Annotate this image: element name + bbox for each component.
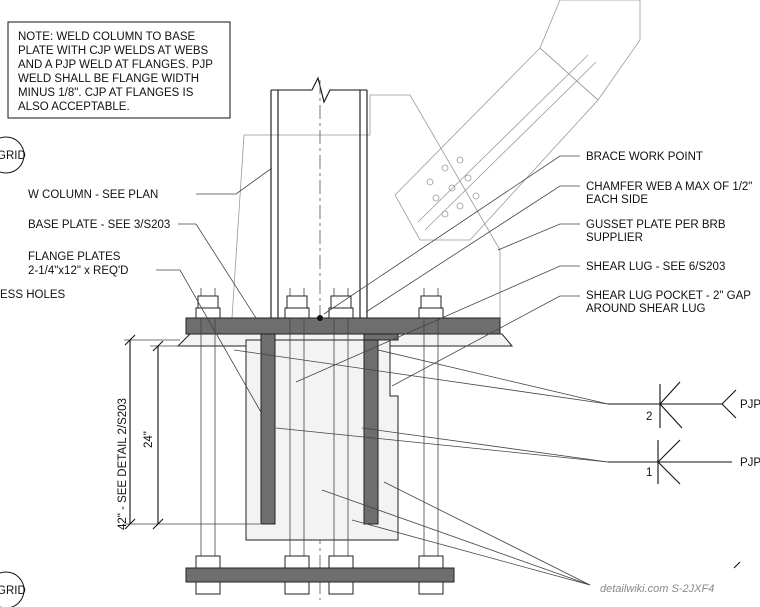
- label-w-column: W COLUMN - SEE PLAN: [28, 189, 158, 201]
- anchor-rod-2: [284, 288, 310, 595]
- grid-bubble-top-label: GRID: [0, 150, 26, 162]
- label-base-plate: BASE PLATE - SEE 3/S203: [28, 219, 170, 231]
- label-holes: ESS HOLES: [0, 289, 66, 301]
- leader-pocket: [391, 295, 580, 387]
- leader-chamfer: [365, 185, 580, 313]
- leader-gusset: [497, 223, 580, 251]
- anchor-rods: [195, 288, 444, 595]
- grid-bubble-bottom: [0, 571, 25, 607]
- note-line-6: ALSO ACCEPTABLE.: [18, 101, 130, 113]
- leader-brace-work-point: [323, 155, 580, 315]
- dimension-lines: [124, 334, 260, 530]
- gusset-plate-outline: [231, 94, 501, 319]
- leader-flange-plates: [156, 269, 263, 415]
- weld-bottom-type: PJP: [740, 457, 760, 469]
- label-pocket-2: AROUND SHEAR LUG: [586, 303, 706, 315]
- weld-leaders: [233, 349, 609, 586]
- anchor-rod-3: [328, 288, 354, 595]
- dimension-42: 42" - SEE DETAIL 2/S203: [117, 398, 129, 530]
- brace-brb: [394, 0, 641, 241]
- weld-top-type: PJP: [740, 399, 760, 411]
- leader-w-column: [196, 167, 273, 195]
- leader-shear-lug: [295, 265, 580, 383]
- weld-bottom-size: 1: [646, 467, 652, 479]
- label-flange-plates-size: 2-1/4"x12" x REQ'D: [28, 265, 128, 277]
- note-line-5: MINUS 1/8". CJP AT FLANGES IS: [18, 87, 194, 99]
- note-line-3: AND A PJP WELD AT FLANGES. PJP: [18, 59, 213, 71]
- leader-tick: [733, 561, 741, 569]
- w-column: [270, 76, 368, 318]
- label-chamfer: CHAMFER WEB A MAX OF 1/2": [586, 181, 752, 193]
- base-plate: [185, 317, 501, 335]
- grid-bubble-bottom-label: GRID: [0, 585, 26, 597]
- dimension-24: 24": [143, 431, 155, 448]
- note-line-4: WELD SHALL BE FLANGE WIDTH: [18, 73, 199, 85]
- embed-plate: [185, 567, 455, 583]
- grid-bubble-top: [0, 136, 25, 174]
- label-gusset-2: SUPPLIER: [586, 232, 643, 244]
- label-pocket: SHEAR LUG POCKET - 2" GAP: [586, 290, 751, 302]
- label-gusset: GUSSET PLATE PER BRB: [586, 219, 726, 231]
- note-line-1: NOTE: WELD COLUMN TO BASE: [18, 31, 196, 43]
- note-box: [7, 21, 231, 119]
- label-brace-work-point: BRACE WORK POINT: [586, 151, 703, 163]
- label-shear-lug: SHEAR LUG - SEE 6/S203: [586, 261, 725, 273]
- brace-work-point-dot: [317, 315, 323, 321]
- watermark: detailwiki.com S-2JXF4: [600, 583, 714, 595]
- weld-symbol-top: [608, 381, 737, 429]
- note-line-2: PLATE WITH CJP WELDS AT WEBS: [18, 45, 209, 57]
- label-chamfer-2: EACH SIDE: [586, 194, 648, 206]
- leader-base-plate: [178, 223, 257, 319]
- anchor-rod-4: [418, 288, 444, 595]
- weld-symbol-bottom: [608, 439, 732, 485]
- shear-lug-left-plate: [260, 333, 276, 525]
- anchor-rod-1: [195, 288, 221, 595]
- weld-top-size: 2: [646, 411, 652, 423]
- label-flange-plates: FLANGE PLATES: [28, 251, 121, 263]
